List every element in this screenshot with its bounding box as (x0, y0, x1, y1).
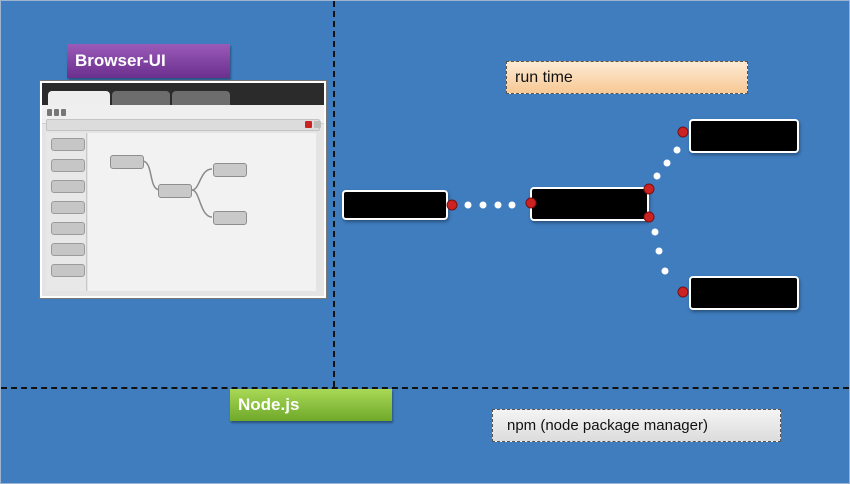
palette-node-icon (51, 264, 85, 277)
browser-tab (172, 91, 230, 105)
palette-node-icon (51, 243, 85, 256)
output-port-icon (446, 199, 458, 211)
menu-button-icon (314, 121, 321, 128)
browser-window-icon (40, 81, 326, 298)
browser-tab-active (48, 91, 110, 105)
wire-dots (464, 146, 681, 275)
palette-node-icon (51, 222, 85, 235)
palette-node-icon (51, 180, 85, 193)
node-js-label: Node.js (230, 389, 392, 421)
workspace-node-icon (158, 184, 192, 198)
palette-node-icon (51, 138, 85, 151)
flow-workspace (88, 133, 316, 291)
toolbar-button-icon (61, 109, 66, 116)
input-port-icon (677, 126, 689, 138)
input-port-icon (525, 197, 537, 209)
workspace-node-icon (213, 211, 247, 225)
workspace-node-icon (213, 163, 247, 177)
browser-tab (112, 91, 170, 105)
run-time-note: run time (506, 61, 748, 94)
toolbar-button-icon (47, 109, 52, 116)
workspace-wires (141, 160, 213, 218)
flow-node-output-top (689, 119, 799, 153)
palette-node-icon (51, 159, 85, 172)
palette-node-icon (51, 201, 85, 214)
connector-ports (446, 126, 689, 298)
browser-ui-label: Browser-UI (67, 44, 230, 78)
output-port-icon (643, 211, 655, 223)
workspace-node-icon (110, 155, 144, 169)
npm-note: npm (node package manager) (492, 409, 781, 442)
flow-node-input (342, 190, 448, 220)
toolbar-button-icon (54, 109, 59, 116)
vertical-divider (333, 1, 335, 387)
flow-node-output-bottom (689, 276, 799, 310)
output-port-icon (643, 183, 655, 195)
node-palette (46, 133, 87, 291)
runtime-wires (464, 146, 681, 275)
browser-frame (42, 83, 324, 296)
browser-tab-strip (42, 83, 324, 105)
horizontal-divider (1, 387, 849, 389)
deploy-button-icon (305, 121, 312, 128)
flow-node-function (530, 187, 649, 221)
input-port-icon (677, 286, 689, 298)
